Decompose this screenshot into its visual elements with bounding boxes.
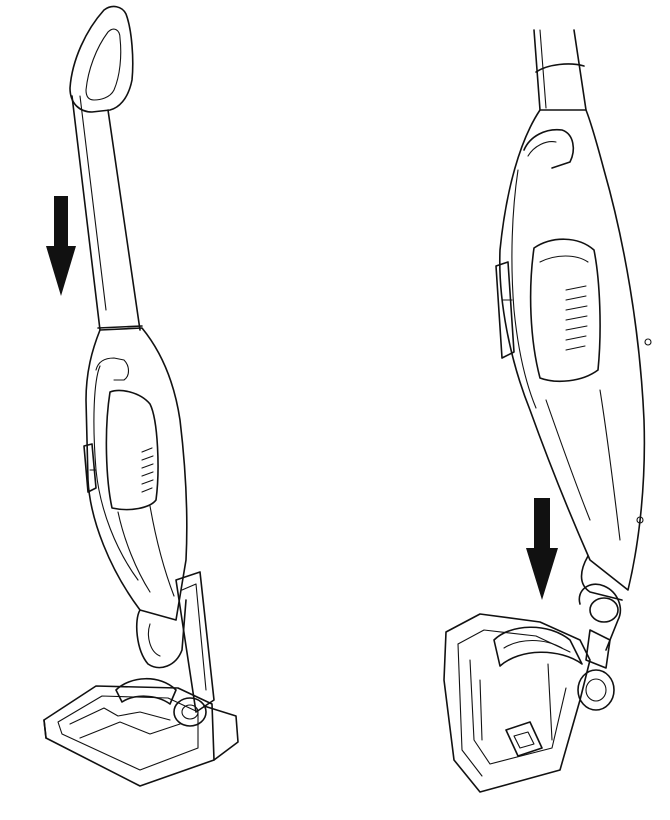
vent-slots-angled xyxy=(565,285,588,351)
swivel-joint xyxy=(577,583,622,711)
down-arrow-icon xyxy=(526,498,558,600)
upper-tube xyxy=(533,29,587,111)
vacuum-assembled xyxy=(43,5,239,787)
floor-brush-head-detached xyxy=(443,613,591,793)
power-switch-angled xyxy=(495,261,515,359)
motor-body-angled xyxy=(495,109,652,601)
motor-body xyxy=(83,327,188,621)
neck-joint xyxy=(135,571,215,713)
handle-grip xyxy=(69,5,134,113)
down-arrow-icon xyxy=(46,196,76,296)
power-switch xyxy=(83,443,97,493)
floor-brush-head xyxy=(43,678,239,787)
main-tube xyxy=(71,95,143,331)
vent-slots xyxy=(141,447,154,493)
vacuum-attachment-step xyxy=(443,29,652,793)
